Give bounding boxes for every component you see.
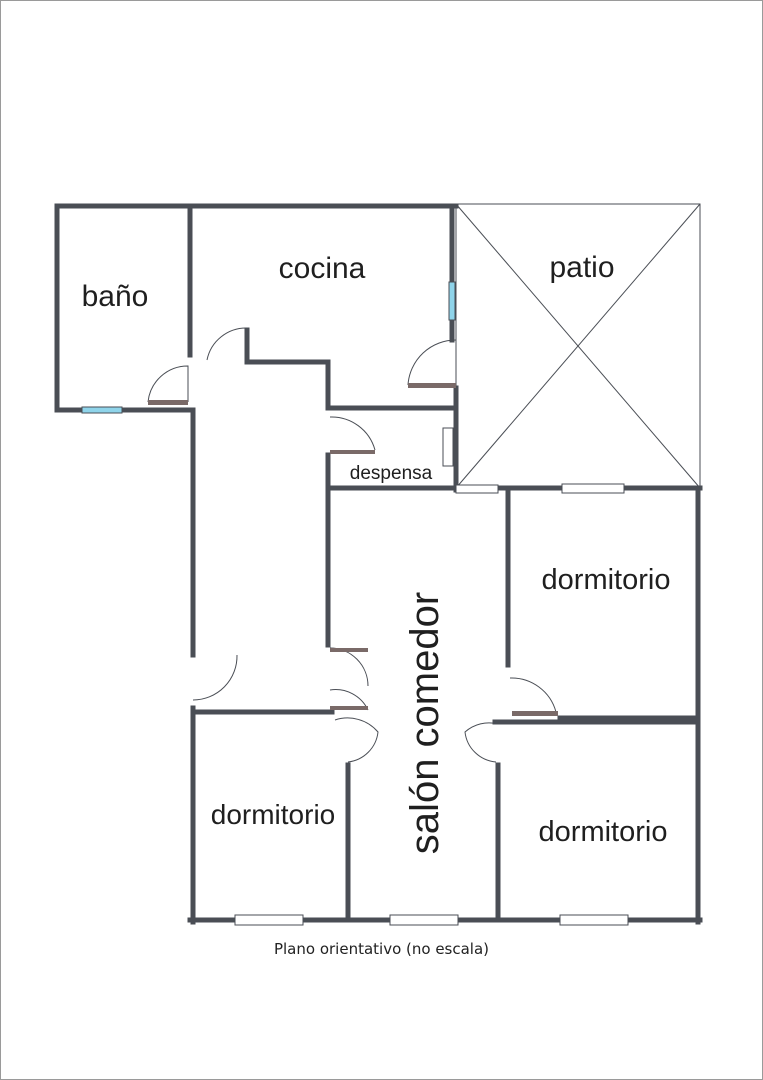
label-dormitorio-lower-right: dormitorio [539, 816, 668, 848]
door-salon-2 [329, 689, 369, 711]
label-dormitorio-lower-left: dormitorio [211, 799, 335, 830]
window-dorm-right [559, 914, 629, 926]
label-salon-comedor: salón comedor [403, 592, 447, 854]
door-despensa [329, 416, 376, 451]
door-dorm-upper-right [509, 677, 557, 713]
door-cocina-right [407, 339, 457, 386]
windows [81, 281, 629, 926]
room-labels: baño cocina patio despensa dormitorio do… [82, 251, 671, 854]
window-bano [81, 406, 123, 414]
label-dormitorio-upper-right: dormitorio [542, 564, 671, 596]
door-sills [148, 383, 558, 716]
window-cocina [448, 281, 456, 321]
door-dorm-left [334, 717, 379, 763]
window-dorm-left [234, 914, 304, 926]
door-dorm-left-corridor [192, 654, 238, 701]
label-despensa: despensa [350, 463, 433, 484]
patio-area [455, 203, 701, 489]
label-bano: baño [82, 280, 149, 313]
door-cocina-left [206, 327, 248, 361]
label-cocina: cocina [279, 252, 366, 285]
label-patio: patio [549, 251, 614, 284]
door-salon-1 [329, 647, 369, 687]
window-dorm-upper [561, 483, 625, 494]
window-salon-bottom [389, 914, 459, 926]
doors [147, 327, 557, 763]
door-dorm-lower-right [464, 722, 499, 763]
plan-caption: Plano orientativo (no escala) [273, 940, 490, 958]
window-salon-top [455, 484, 499, 494]
window-despensa [442, 427, 454, 467]
door-bano [147, 365, 189, 403]
